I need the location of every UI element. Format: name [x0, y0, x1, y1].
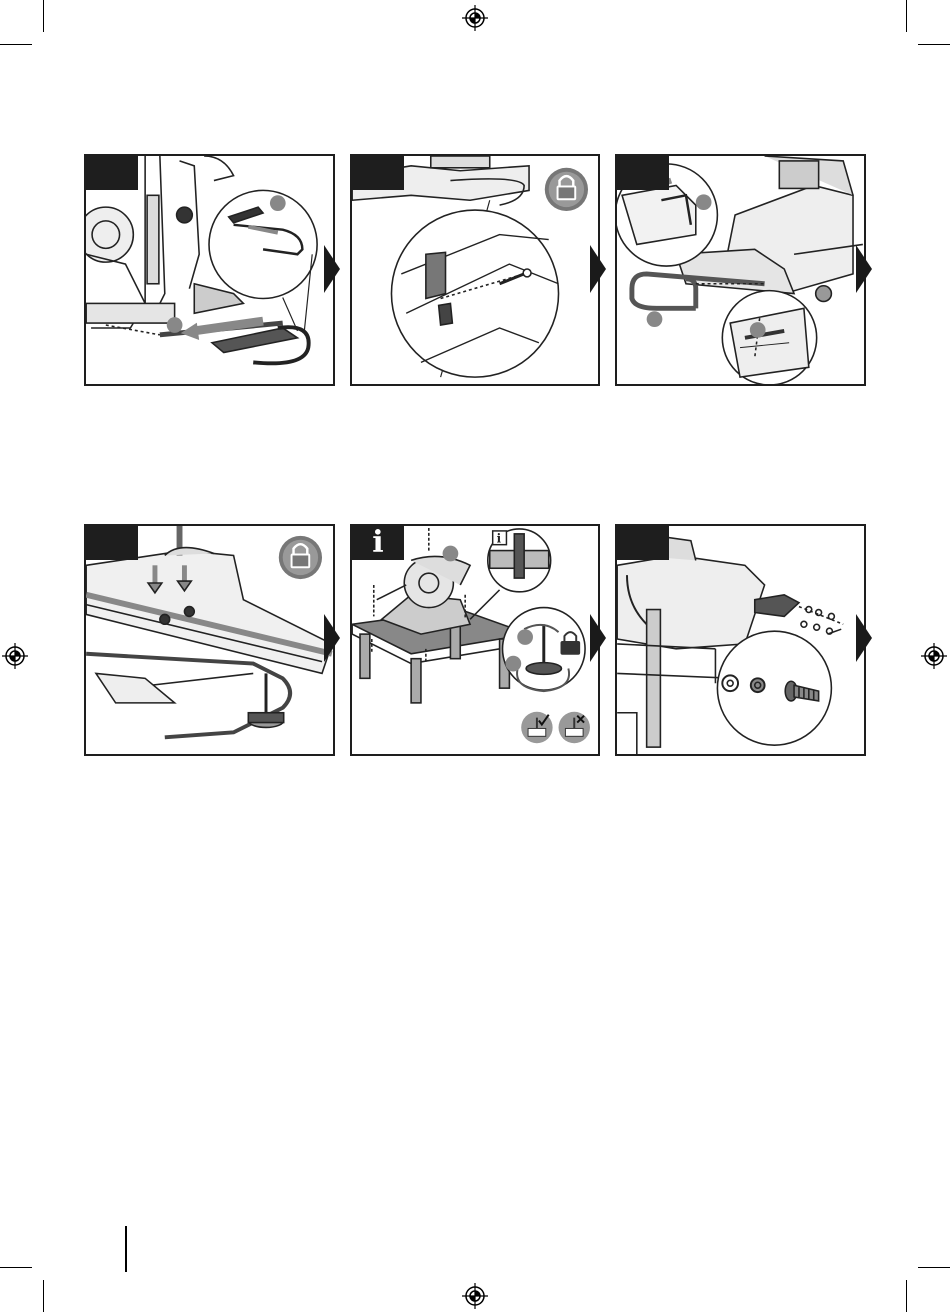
leveling-foot-illustration — [86, 526, 333, 754]
step-number-tab — [352, 156, 404, 190]
bench-mount-illustration: i — [352, 526, 598, 754]
lock-icon — [545, 168, 588, 211]
dust-port-illustration — [617, 526, 864, 754]
callout-1-icon — [270, 195, 286, 211]
next-step-arrow-icon — [324, 245, 340, 293]
cross-icon — [559, 712, 590, 743]
callout-3-icon — [750, 322, 766, 338]
step-panel-1 — [84, 154, 335, 386]
step-panel-5: i i — [350, 524, 600, 756]
crop-mark — [43, 0, 44, 32]
next-step-arrow-icon — [856, 245, 872, 293]
crop-mark — [918, 1267, 950, 1268]
rail-lock-illustration — [352, 156, 598, 384]
crop-mark — [0, 1267, 32, 1268]
saw-extension-illustration — [86, 156, 333, 384]
step-number-tab — [86, 526, 138, 560]
step-number-tab — [617, 526, 669, 560]
callout-1-icon — [443, 546, 459, 562]
step-number-tab — [86, 156, 138, 190]
callout-2-icon — [167, 317, 183, 333]
crop-mark — [0, 44, 32, 45]
crop-mark — [906, 0, 907, 32]
callout-1-icon — [696, 194, 712, 210]
crop-mark — [43, 1280, 44, 1312]
crop-mark — [906, 1280, 907, 1312]
lock-icon — [279, 536, 322, 579]
step-panel-2 — [350, 154, 600, 386]
next-step-arrow-icon — [590, 245, 606, 293]
page-number-rule — [125, 1226, 127, 1272]
registration-mark-icon — [462, 5, 488, 31]
check-icon — [521, 712, 552, 743]
callout-2-icon — [517, 629, 533, 645]
next-step-arrow-icon — [856, 614, 872, 662]
step-panel-4 — [84, 524, 335, 756]
next-step-arrow-icon — [324, 614, 340, 662]
info-tab: i — [352, 526, 404, 560]
callout-3-icon — [505, 656, 521, 672]
registration-mark-icon — [462, 1283, 488, 1309]
u-bar-install-illustration — [617, 156, 864, 384]
registration-mark-icon — [921, 643, 947, 669]
callout-2-icon — [647, 311, 663, 327]
svg-text:i: i — [497, 532, 502, 546]
step-panel-6 — [615, 524, 866, 756]
registration-mark-icon — [2, 643, 28, 669]
crop-mark — [918, 44, 950, 45]
next-step-arrow-icon — [590, 614, 606, 662]
step-number-tab — [617, 156, 669, 190]
step-panel-3 — [615, 154, 866, 386]
